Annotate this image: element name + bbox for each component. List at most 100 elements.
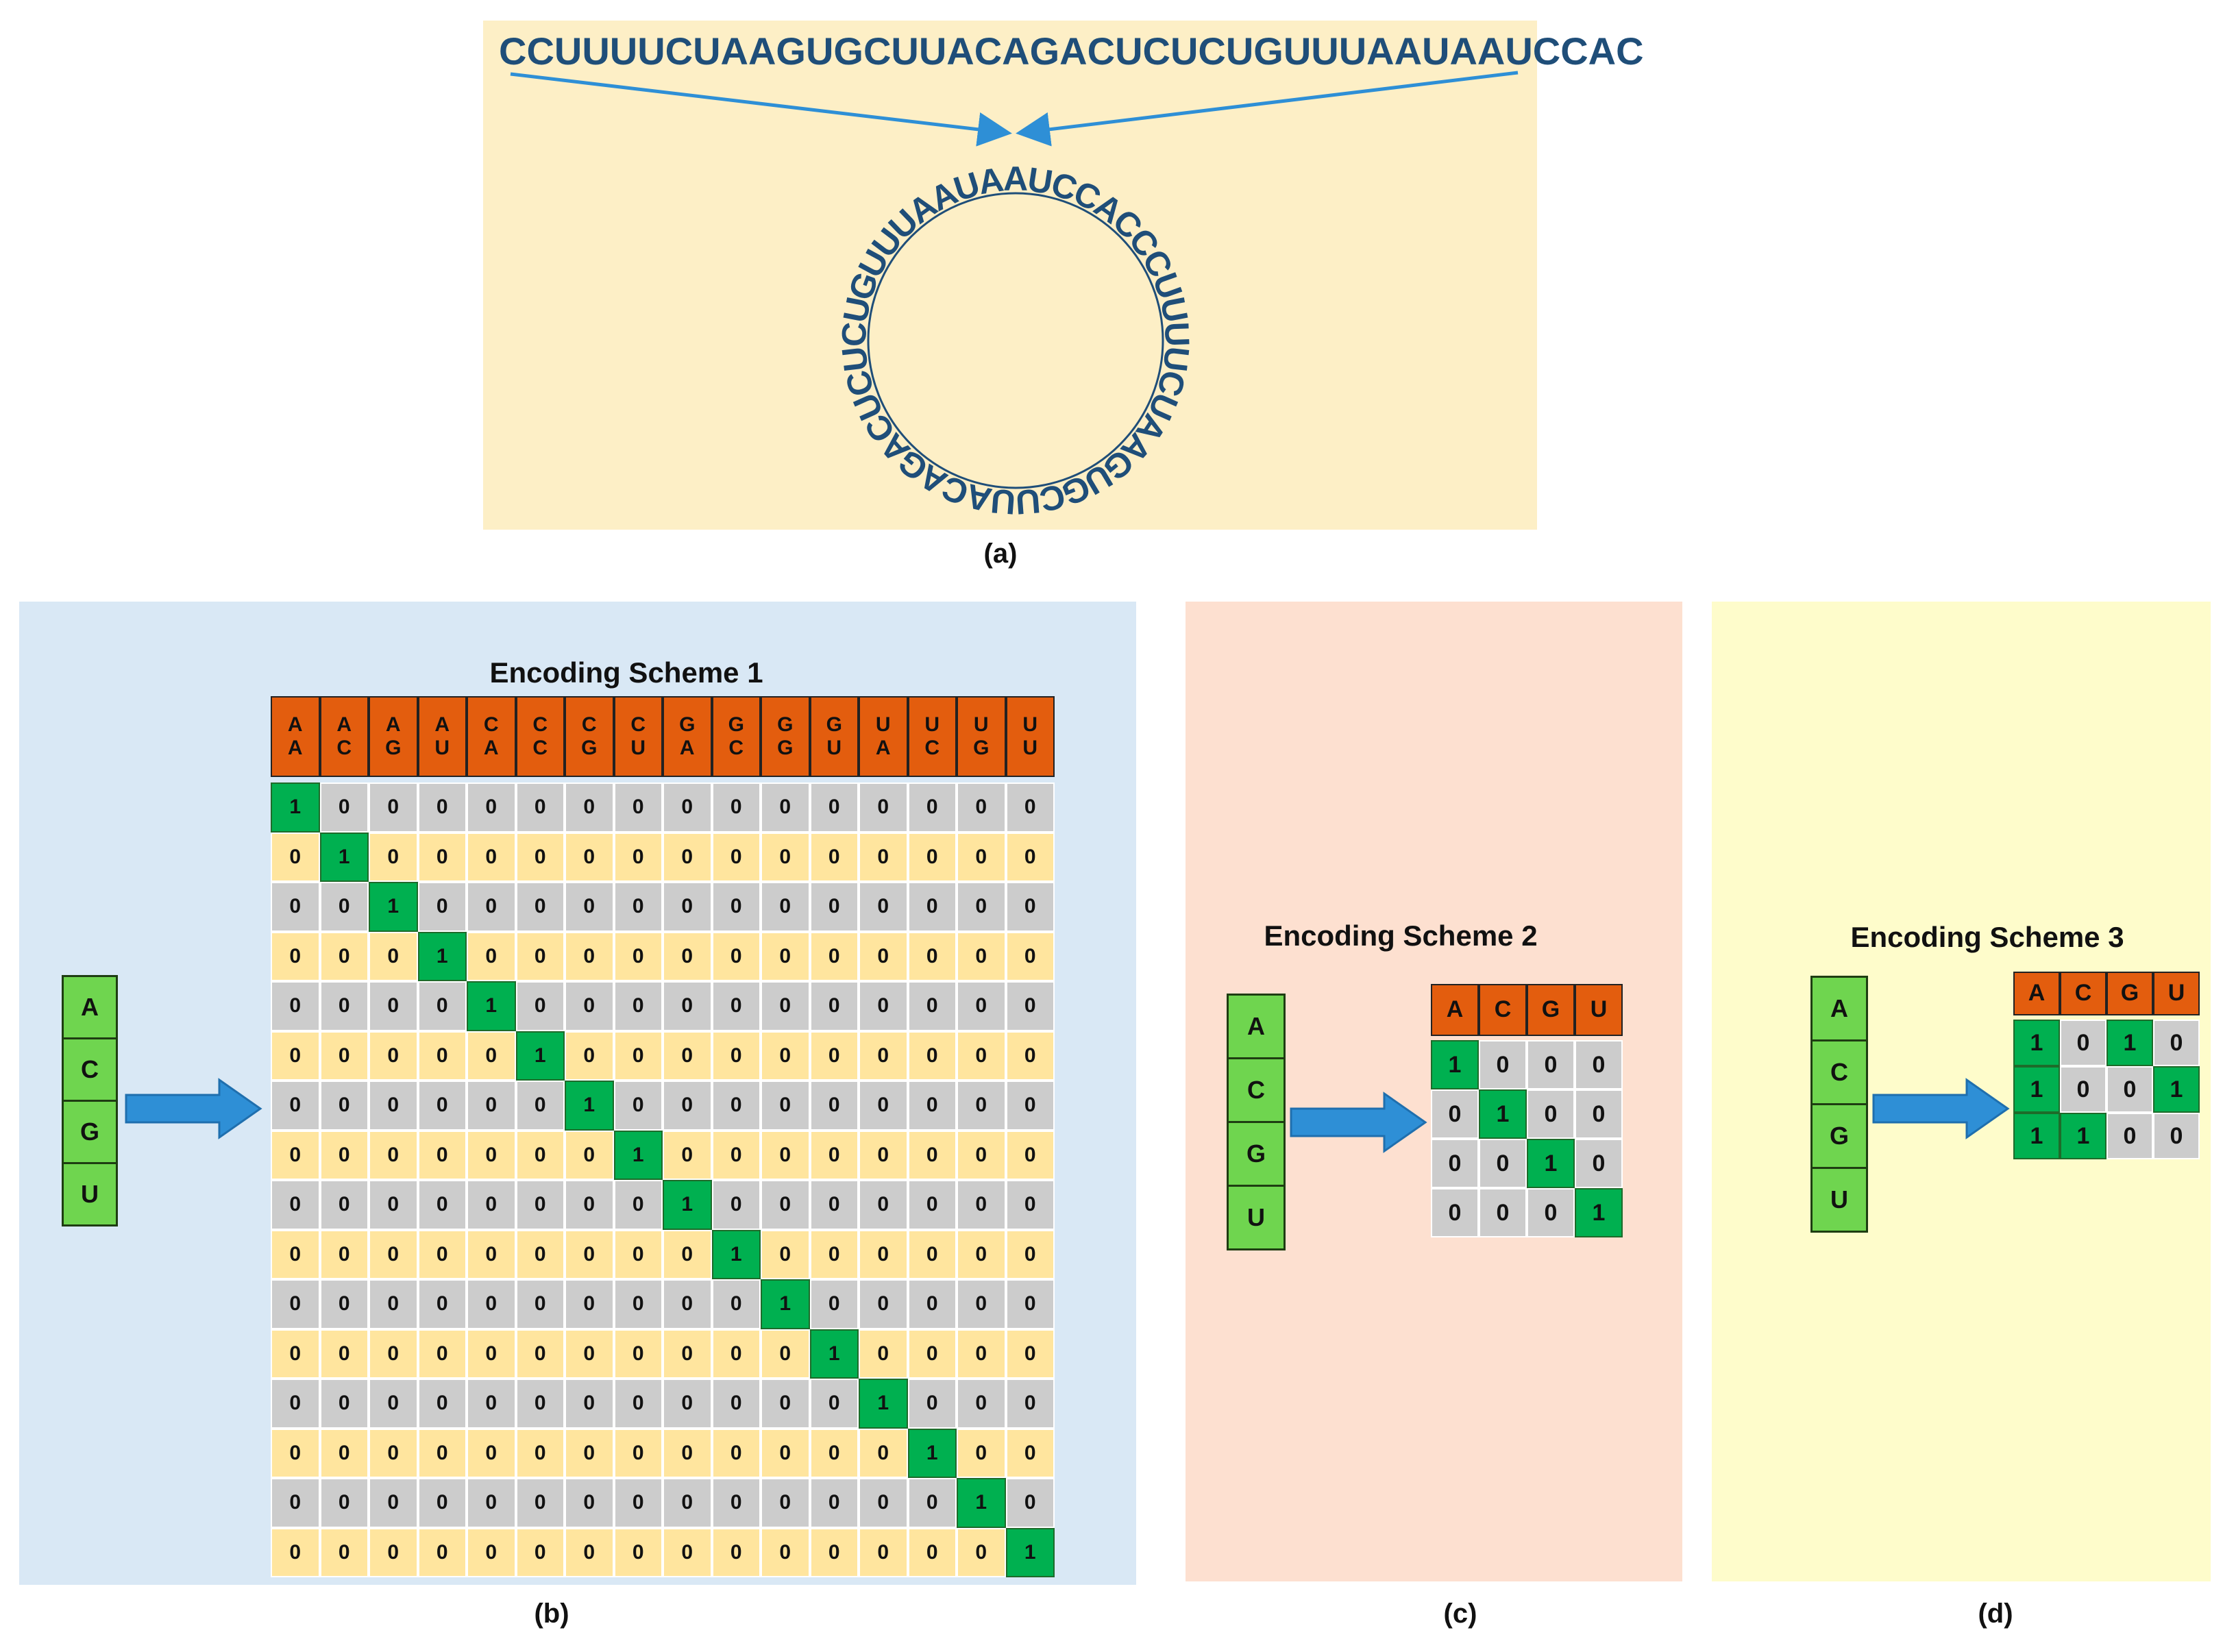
left-arrow xyxy=(510,72,1012,147)
right-arrow xyxy=(1016,71,1519,147)
matrix-cell: 0 xyxy=(1479,1139,1527,1188)
matrix-cell: 0 xyxy=(319,882,369,932)
matrix-cell: 0 xyxy=(761,1130,810,1180)
matrix-cell: 0 xyxy=(957,1180,1006,1230)
matrix-cell: 0 xyxy=(565,782,614,833)
matrix-cell: 0 xyxy=(271,1478,320,1528)
matrix-cell: 0 xyxy=(859,1130,908,1180)
matrix-cell: 0 xyxy=(319,1180,369,1230)
matrix-cell: 0 xyxy=(809,1031,859,1081)
matrix-cell: 0 xyxy=(907,1379,957,1429)
matrix-cell: 0 xyxy=(319,1329,369,1379)
matrix-cell: 0 xyxy=(515,1081,565,1131)
matrix-cell: 1 xyxy=(319,832,369,882)
matrix-cell: 0 xyxy=(1575,1089,1623,1139)
matrix-cell: 0 xyxy=(565,1229,614,1279)
matrix-cell: 0 xyxy=(761,782,810,833)
matrix-cell: 0 xyxy=(613,1180,663,1230)
matrix-cell: 0 xyxy=(711,1180,761,1230)
matrix-cell: 0 xyxy=(271,1329,320,1379)
matrix-cell: 0 xyxy=(417,1180,467,1230)
matrix-cell: 0 xyxy=(957,1279,1006,1329)
matrix-cell: 0 xyxy=(369,1478,418,1528)
matrix-cell: 0 xyxy=(711,782,761,833)
matrix-cell: 1 xyxy=(2107,1020,2153,1066)
matrix-cell: 0 xyxy=(859,1527,908,1577)
matrix-cell: 0 xyxy=(663,1478,712,1528)
matrix-cell: 0 xyxy=(467,1081,516,1131)
matrix-cell: 0 xyxy=(467,1130,516,1180)
matrix-cell: 0 xyxy=(957,931,1006,981)
matrix-cell: 0 xyxy=(467,1031,516,1081)
matrix-cell: 0 xyxy=(319,1081,369,1131)
matrix-cell: 0 xyxy=(565,1478,614,1528)
matrix-cell: 0 xyxy=(467,1478,516,1528)
nucleotide-box: C xyxy=(1227,1057,1286,1123)
matrix-cell: 0 xyxy=(271,882,320,932)
circular-rna xyxy=(867,192,1164,489)
nucleotide-header: U xyxy=(1575,984,1623,1036)
matrix-cell: 0 xyxy=(417,1527,467,1577)
matrix-cell: 0 xyxy=(565,981,614,1031)
matrix-cell: 0 xyxy=(319,1527,369,1577)
scheme-2-title: Encoding Scheme 2 xyxy=(1264,920,1538,952)
matrix-cell: 0 xyxy=(467,1527,516,1577)
matrix-cell: 0 xyxy=(761,1229,810,1279)
matrix-cell: 0 xyxy=(613,1478,663,1528)
matrix-cell: 0 xyxy=(515,832,565,882)
circle-letter: A xyxy=(976,160,1006,202)
matrix-cell: 0 xyxy=(711,1031,761,1081)
nucleotide-header: U xyxy=(2153,972,2200,1015)
matrix-cell: 0 xyxy=(271,1229,320,1279)
matrix-cell: 0 xyxy=(319,1428,369,1478)
matrix-cell: 1 xyxy=(1479,1089,1527,1139)
matrix-cell: 0 xyxy=(271,832,320,882)
matrix-cell: 0 xyxy=(859,1478,908,1528)
matrix-cell: 0 xyxy=(1479,1188,1527,1237)
matrix-cell: 0 xyxy=(467,931,516,981)
panel-a xyxy=(483,21,1537,530)
matrix-cell: 0 xyxy=(1527,1089,1575,1139)
matrix-cell: 1 xyxy=(1431,1040,1479,1089)
matrix-cell: 0 xyxy=(809,1527,859,1577)
matrix-cell: 0 xyxy=(663,931,712,981)
matrix-cell: 1 xyxy=(613,1130,663,1180)
matrix-cell: 0 xyxy=(613,1428,663,1478)
matrix-cell: 0 xyxy=(761,1031,810,1081)
circle-letter: U xyxy=(1157,321,1196,347)
matrix-cell: 0 xyxy=(271,1527,320,1577)
matrix-cell: 0 xyxy=(663,1279,712,1329)
matrix-cell: 0 xyxy=(809,981,859,1031)
matrix-cell: 1 xyxy=(1005,1527,1055,1577)
matrix-cell: 0 xyxy=(467,782,516,833)
matrix-cell: 0 xyxy=(957,1379,1006,1429)
matrix-cell: 0 xyxy=(809,1279,859,1329)
matrix-cell: 0 xyxy=(809,1130,859,1180)
matrix-cell: 0 xyxy=(711,832,761,882)
nucleotide-box: A xyxy=(1810,976,1868,1041)
matrix-cell: 0 xyxy=(859,882,908,932)
matrix-cell: 1 xyxy=(515,1031,565,1081)
matrix-cell: 0 xyxy=(1527,1188,1575,1237)
matrix-cell: 0 xyxy=(417,1428,467,1478)
arrow-c xyxy=(1290,1092,1427,1153)
matrix-cell: 0 xyxy=(663,782,712,833)
matrix-cell: 0 xyxy=(565,1428,614,1478)
nucleotide-box: C xyxy=(62,1037,118,1102)
matrix-cell: 0 xyxy=(515,1180,565,1230)
matrix-cell: 0 xyxy=(809,1478,859,1528)
matrix-cell: 0 xyxy=(515,782,565,833)
matrix-cell: 0 xyxy=(957,1527,1006,1577)
